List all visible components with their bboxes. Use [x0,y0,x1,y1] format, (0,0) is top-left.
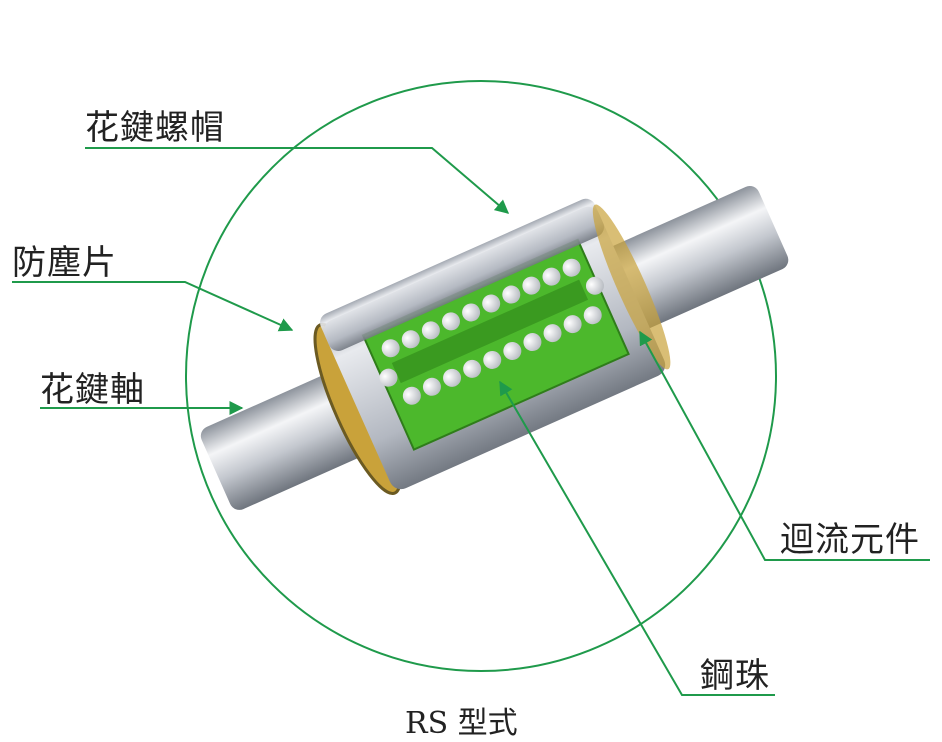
detail-circle [185,80,777,672]
label-seal: 防塵片 [12,243,117,283]
label-spline-shaft: 花鍵軸 [40,370,145,410]
label-retainer: 迴流元件 [780,520,920,560]
spline-assembly [200,186,789,510]
steel-balls [379,258,604,405]
leader-lines [12,147,930,696]
caption: RS 型式 [405,706,518,741]
label-steel-ball: 鋼珠 [700,656,770,696]
label-spline-nut: 花鍵螺帽 [85,108,225,148]
seal-end [592,204,671,370]
